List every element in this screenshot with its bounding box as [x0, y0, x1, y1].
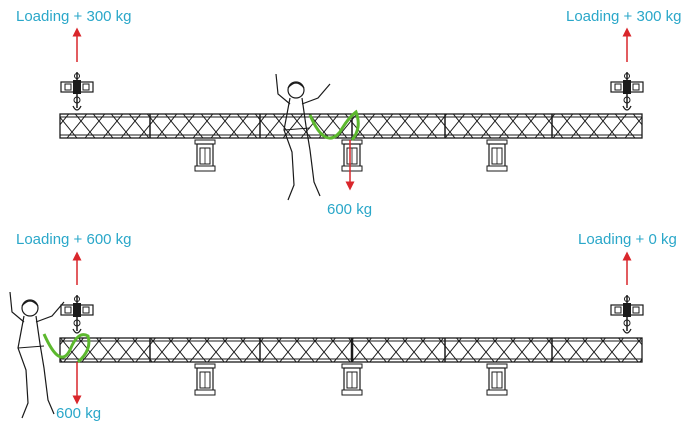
top-lanyard-icon [308, 109, 360, 141]
bottom-left-load-label: Loading + 600 kg [16, 231, 132, 248]
bottom-clamp-icon-2 [341, 363, 363, 396]
bottom-clamp-icon-1 [194, 363, 216, 396]
bottom-lanyard-icon [42, 333, 91, 364]
top-clamp-icon-3 [486, 139, 508, 172]
top-left-hoist-icon [60, 71, 94, 111]
top-person-load-label: 600 kg [327, 201, 373, 218]
bottom-truss-icon [59, 337, 643, 363]
top-clamp-icon-2 [341, 139, 363, 172]
bottom-person-load-label: 600 kg [56, 405, 102, 422]
top-right-hoist-icon [610, 71, 644, 111]
bottom-scenario [9, 251, 644, 419]
top-clamp-icon-1 [194, 139, 216, 172]
bottom-clamp-icon-3 [486, 363, 508, 396]
bottom-right-load-label: Loading + 0 kg [578, 231, 677, 248]
bottom-right-hoist-icon [610, 294, 644, 334]
top-scenario [59, 27, 644, 201]
bottom-left-hoist-icon [60, 294, 94, 334]
top-right-load-label: Loading + 300 kg [566, 8, 682, 25]
top-left-load-label: Loading + 300 kg [16, 8, 132, 25]
